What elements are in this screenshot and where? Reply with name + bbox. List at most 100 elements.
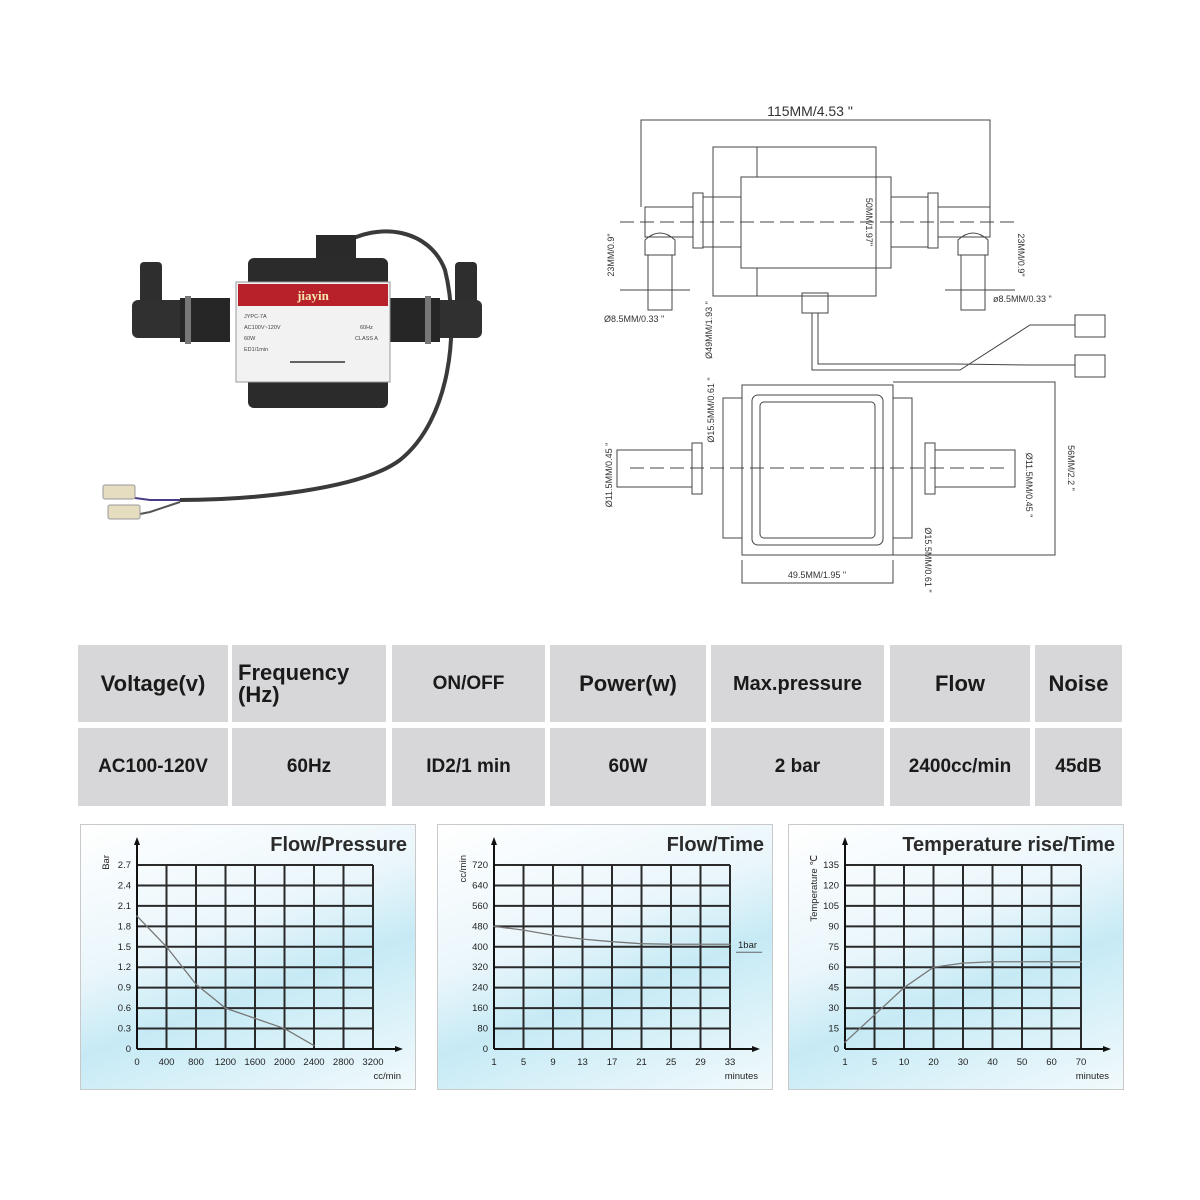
bottom-view-coil	[751, 394, 884, 546]
y-tick-label: 400	[472, 942, 488, 953]
chart-title: Flow/Time	[667, 834, 764, 856]
y-tick-label: 75	[828, 942, 839, 953]
y-tick-label: 1.2	[118, 962, 131, 973]
y-axis-label: Temperature ℃	[809, 855, 820, 922]
pump-label-line: JYPC-7A	[244, 314, 267, 320]
y-tick-label: 90	[828, 921, 839, 932]
x-tick-label: 2800	[333, 1057, 354, 1068]
data-point	[224, 1007, 227, 1009]
x-tick-label: 2400	[303, 1057, 324, 1068]
wire-connector	[801, 292, 1106, 378]
y-tick-label: 45	[828, 983, 839, 994]
spec-header-voltage: Voltage(v)	[78, 645, 228, 722]
data-point	[1080, 960, 1082, 963]
y-tick-label: 135	[823, 860, 839, 871]
x-tick-label: 9	[550, 1057, 555, 1068]
y-tick-label: 0	[483, 1044, 488, 1055]
data-point	[729, 943, 731, 946]
pump-label-line: ED1/1min	[244, 347, 268, 353]
data-point	[844, 1041, 846, 1043]
y-tick-label: 2.1	[118, 901, 131, 912]
x-tick-label: 10	[899, 1057, 910, 1068]
y-tick-label: 2.4	[118, 880, 131, 891]
body-height-label: 50MM/1.97"	[864, 198, 874, 246]
spec-value-power: 60W	[550, 728, 706, 806]
data-point	[195, 983, 197, 986]
y-tick-label: 0.6	[118, 1003, 131, 1014]
terminal-connector-2	[107, 504, 141, 520]
data-point	[611, 940, 613, 943]
y-tick-label: 15	[828, 1024, 839, 1035]
spec-value-noise: 45dB	[1035, 728, 1122, 806]
x-tick-label: 17	[607, 1057, 618, 1068]
data-point	[903, 986, 905, 989]
data-point	[165, 945, 168, 948]
y-tick-label: 0	[126, 1044, 131, 1055]
x-tick-label: 1600	[244, 1057, 265, 1068]
bottom-view-body	[741, 384, 894, 556]
spec-header-flow: Flow	[890, 645, 1030, 722]
x-tick-label: 13	[577, 1057, 588, 1068]
x-tick-label: 60	[1046, 1057, 1057, 1068]
y-tick-label: 560	[472, 901, 488, 912]
x-tick-label: 5	[521, 1057, 526, 1068]
spec-value-frequency: 60Hz	[232, 728, 386, 806]
terminal-connector-1	[102, 484, 136, 500]
left-inlet-dia-label: Ø11.5MM/0.45 "	[604, 443, 614, 508]
y-tick-label: 720	[472, 860, 488, 871]
x-tick-label: 0	[134, 1057, 139, 1068]
y-tick-label: 0.9	[118, 983, 131, 994]
y-tick-label: 80	[477, 1024, 488, 1035]
x-axis-label: minutes	[1076, 1071, 1110, 1082]
data-point	[552, 934, 554, 937]
pump-left-fitting	[132, 262, 230, 344]
series-annotation: 1bar	[738, 940, 757, 951]
data-point	[991, 960, 994, 963]
right-outlet-height-label: 23MM/0.9"	[1016, 233, 1026, 276]
y-tick-label: 60	[828, 962, 839, 973]
y-tick-label: 1.5	[118, 942, 131, 953]
left-outlet-height-label: 23MM/0.9"	[606, 233, 616, 276]
y-tick-label: 240	[472, 983, 488, 994]
top-left-outlet	[620, 192, 742, 311]
spec-header-frequency: Frequency (Hz)	[232, 645, 386, 722]
x-tick-label: 29	[695, 1057, 706, 1068]
y-tick-label: 2.7	[118, 860, 131, 871]
y-tick-label: 640	[472, 880, 488, 891]
data-point	[522, 929, 525, 931]
chart-title: Flow/Pressure	[270, 834, 407, 856]
pump-right-fitting	[390, 262, 482, 344]
x-tick-label: 3200	[362, 1057, 383, 1068]
y-tick-label: 120	[823, 880, 839, 891]
data-point	[254, 1017, 256, 1020]
x-tick-label: 400	[159, 1057, 175, 1068]
body-depth-label: 56MM/2.2 "	[1066, 445, 1076, 491]
y-axis-label: Bar	[101, 855, 112, 870]
x-tick-label: 40	[987, 1057, 998, 1068]
x-tick-label: 1	[842, 1057, 847, 1068]
x-tick-label: 800	[188, 1057, 204, 1068]
x-tick-label: 25	[666, 1057, 677, 1068]
body-dia-label: Ø49MM/1.93 "	[704, 301, 714, 359]
x-tick-label: 70	[1076, 1057, 1087, 1068]
data-point	[1021, 960, 1023, 963]
x-tick-label: 50	[1017, 1057, 1028, 1068]
y-axis-arrow-icon	[491, 837, 497, 845]
x-tick-label: 1	[491, 1057, 496, 1068]
spec-header-max-pressure: Max.pressure	[711, 645, 884, 722]
x-axis-label: cc/min	[374, 1071, 401, 1082]
overall-length-dimension	[640, 119, 991, 207]
y-tick-label: 160	[472, 1003, 488, 1014]
x-axis-arrow-icon	[752, 1046, 760, 1052]
spec-value-max-pressure: 2 bar	[711, 728, 884, 806]
y-tick-label: 30	[828, 1003, 839, 1014]
x-axis-label: minutes	[725, 1071, 759, 1082]
data-point	[962, 962, 964, 964]
data-point	[670, 943, 672, 946]
x-tick-label: 20	[928, 1057, 939, 1068]
spec-value-flow: 2400cc/min	[890, 728, 1030, 806]
pump-cable	[179, 229, 454, 502]
flange-dia-bottom-label: Ø15.5MM/0.61 "	[923, 527, 933, 592]
data-point	[493, 925, 495, 928]
